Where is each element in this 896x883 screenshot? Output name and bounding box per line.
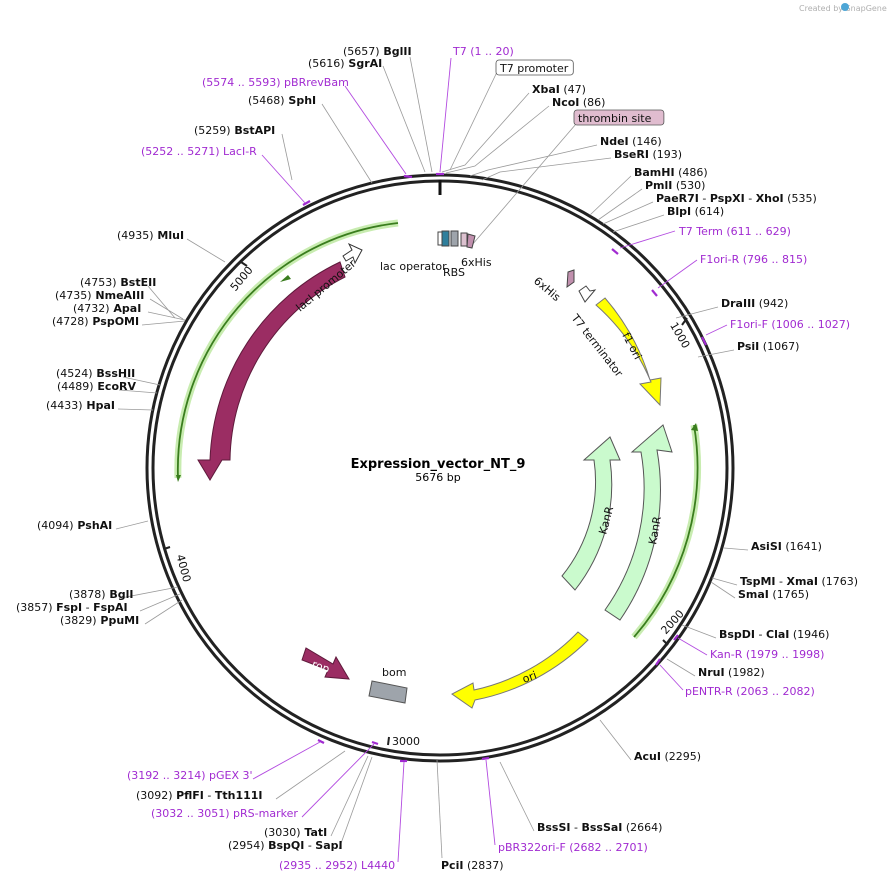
site-bsssi-bsssai[interactable]: BssSI - BssSaI (2664) xyxy=(537,821,662,834)
site-draiii[interactable]: DraIII (942) xyxy=(721,297,788,310)
site-pshai[interactable]: (4094) PshAI xyxy=(37,519,112,532)
primer-pbr322ori-f-2682-2701[interactable]: pBR322ori-F (2682 .. 2701) xyxy=(498,841,648,854)
site-ncoi[interactable]: NcoI (86) xyxy=(552,96,605,109)
site-bsteii[interactable]: (4753) BstEII xyxy=(80,276,156,289)
site-pspomi[interactable]: (4728) PspOMI xyxy=(52,315,139,328)
feature-label-kanr-9: KanR xyxy=(646,515,664,546)
feature-label-ori-10: ori xyxy=(521,669,539,686)
feature-label-6xhis-4: 6xHis xyxy=(531,274,563,304)
site-leaders xyxy=(115,56,749,859)
t7-terminator-arrow xyxy=(578,285,597,303)
laci-arrow xyxy=(197,261,346,481)
green-arcs xyxy=(174,219,701,640)
feature-label-rbs-1: RBS xyxy=(443,266,465,279)
site-ndei[interactable]: NdeI (146) xyxy=(600,135,662,148)
tick-label-3000: 3000 xyxy=(392,735,420,748)
primer-5574-5593-pbrrevbam[interactable]: (5574 .. 5593) pBRrevBam xyxy=(202,76,349,89)
primer-f1ori-f-1006-1027[interactable]: F1ori-F (1006 .. 1027) xyxy=(730,318,850,331)
primer-5252-5271-laci-r[interactable]: (5252 .. 5271) LacI-R xyxy=(141,145,257,158)
his-arrow-top xyxy=(466,233,476,249)
primer-t7-term-611-629[interactable]: T7 Term (611 .. 629) xyxy=(678,225,791,238)
thrombin-site-leader xyxy=(471,123,577,246)
site-nrui[interactable]: NruI (1982) xyxy=(698,666,765,679)
primer-2935-2952-l4440[interactable]: (2935 .. 2952) L4440 xyxy=(279,859,395,872)
site-sgrai[interactable]: (5616) SgrAI xyxy=(308,57,382,70)
site-bgli[interactable]: (3878) BglI xyxy=(69,588,134,601)
site-bspdi-clai[interactable]: BspDI - ClaI (1946) xyxy=(719,628,829,641)
plasmid-name: Expression_vector_NT_9 xyxy=(351,457,526,472)
site-fspi-fspai[interactable]: (3857) FspI - FspAI xyxy=(16,601,128,614)
site-hpai[interactable]: (4433) HpaI xyxy=(46,399,115,412)
site-ppumi[interactable]: (3829) PpuMI xyxy=(60,614,139,627)
primer-f1ori-r-796-815[interactable]: F1ori-R (796 .. 815) xyxy=(700,253,807,266)
snapgene-logo-icon xyxy=(841,3,849,11)
site-pflfi-tth111i[interactable]: (3092) PflFI - Tth111I xyxy=(136,789,263,802)
label-t7-promoter[interactable]: T7 promoter xyxy=(499,62,569,75)
laci-promoter-arrow xyxy=(342,242,363,265)
site-sphi[interactable]: (5468) SphI xyxy=(248,94,316,107)
site-bglii[interactable]: (5657) BglII xyxy=(343,45,412,58)
kanr-inner-arrow xyxy=(561,436,621,591)
site-bsshii[interactable]: (4524) BssHII xyxy=(56,367,135,380)
site-pcii[interactable]: PciI (2837) xyxy=(441,859,504,872)
site-blpi[interactable]: BlpI (614) xyxy=(667,205,724,218)
rbs-box xyxy=(441,230,450,247)
site-tati[interactable]: (3030) TatI xyxy=(264,826,327,839)
feature-label-6xhis-2: 6xHis xyxy=(461,256,492,269)
site-apai[interactable]: (4732) ApaI xyxy=(73,302,141,315)
his-arrow-right xyxy=(566,269,575,289)
tick-marks xyxy=(163,261,688,746)
site-ecorv[interactable]: (4489) EcoRV xyxy=(57,380,136,393)
site-asisi[interactable]: AsiSI (1641) xyxy=(751,540,822,553)
bom-box xyxy=(368,680,408,704)
feature-label-laci-7: lacI xyxy=(228,329,247,351)
f1-ori-arrow xyxy=(595,297,662,407)
feature-label-lac-operator-0: lac operator xyxy=(380,260,447,273)
site-bseri[interactable]: BseRI (193) xyxy=(614,148,682,161)
site-paer7i-pspxi-xhoi[interactable]: PaeR7I - PspXI - XhoI (535) xyxy=(656,192,817,205)
label-thrombin-site[interactable]: thrombin site xyxy=(578,112,652,125)
primer-pentr-r-2063-2082[interactable]: pENTR-R (2063 .. 2082) xyxy=(685,685,815,698)
primer-marks xyxy=(302,172,707,763)
site-bamhi[interactable]: BamHI (486) xyxy=(634,166,708,179)
ori-arrow xyxy=(451,631,589,709)
site-mlui[interactable]: (4935) MluI xyxy=(117,229,184,242)
site-pmli[interactable]: PmlI (530) xyxy=(645,179,705,192)
feature-label-bom-12: bom xyxy=(382,666,406,679)
site-acui[interactable]: AcuI (2295) xyxy=(634,750,701,763)
site-tspmi-xmai[interactable]: TspMI - XmaI (1763) xyxy=(740,575,858,588)
site-nmeaiii[interactable]: (4735) NmeAIII xyxy=(55,289,144,302)
primer-t7-1-20[interactable]: T7 (1 .. 20) xyxy=(452,45,514,58)
feature-label-f1-ori-6: f1 ori xyxy=(619,330,644,361)
kanr-outer-arrow xyxy=(604,424,673,621)
label-box-thrombin-site xyxy=(573,109,665,126)
site-smai[interactable]: SmaI (1765) xyxy=(738,588,809,601)
primer-kan-r-1979-1998[interactable]: Kan-R (1979 .. 1998) xyxy=(710,648,824,661)
plasmid-length: 5676 bp xyxy=(415,471,460,484)
primer-3032-3051-prs-marker[interactable]: (3032 .. 3051) pRS-marker xyxy=(151,807,298,820)
rop-arrow xyxy=(301,647,350,680)
feature-label-rop-11: rop xyxy=(310,658,331,676)
site-bstapi[interactable]: (5259) BstAPI xyxy=(194,124,275,137)
6xhis-box xyxy=(450,230,459,247)
thrombin-box xyxy=(460,232,468,247)
label-box-t7-promoter xyxy=(495,59,574,76)
site-bspqi-sapi[interactable]: (2954) BspQI - SapI xyxy=(228,839,343,852)
site-psii[interactable]: PsiI (1067) xyxy=(737,340,799,353)
t7-promoter-leader xyxy=(449,71,498,171)
primer-3192-3214-pgex-3[interactable]: (3192 .. 3214) pGEX 3' xyxy=(127,769,253,782)
site-xbai[interactable]: XbaI (47) xyxy=(532,83,586,96)
primer-leaders xyxy=(252,57,728,863)
